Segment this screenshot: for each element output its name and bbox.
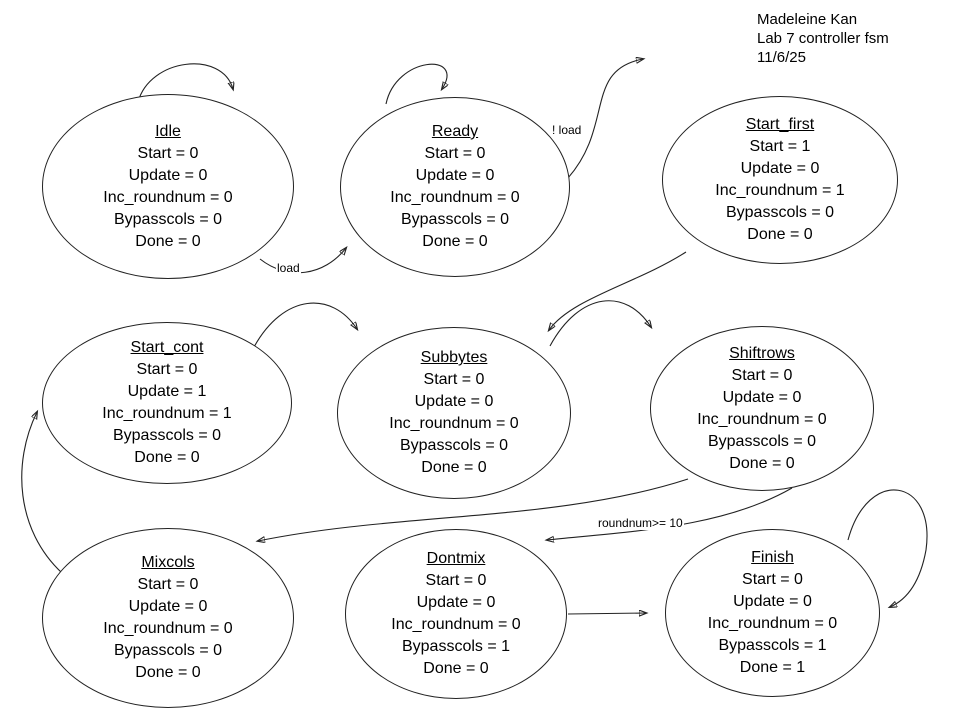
state-dontmix-start: Start = 0 bbox=[425, 572, 487, 589]
state-idle-done: Done = 0 bbox=[135, 232, 201, 250]
edge-label-load: load bbox=[276, 261, 301, 275]
state-ready-update: Update = 0 bbox=[415, 167, 495, 184]
state-ready-start: Start = 0 bbox=[424, 145, 486, 162]
state-finish-start: Start = 0 bbox=[742, 571, 803, 588]
state-start-first: Start_first Start = 1 Update = 0 Inc_rou… bbox=[662, 96, 898, 264]
state-shiftrows-start: Start = 0 bbox=[731, 366, 793, 384]
state-ready: Ready Start = 0 Update = 0 Inc_roundnum … bbox=[340, 97, 570, 277]
state-start-cont-inc-roundnum: Inc_roundnum = 1 bbox=[102, 405, 232, 422]
transition-dontmix-to-finish bbox=[567, 613, 646, 614]
state-idle-title: Idle bbox=[155, 122, 181, 140]
state-mixcols-start: Start = 0 bbox=[137, 576, 199, 593]
state-start-first-bypasscols: Bypasscols = 0 bbox=[725, 204, 835, 221]
state-subbytes: Subbytes Start = 0 Update = 0 Inc_roundn… bbox=[337, 327, 571, 499]
state-dontmix-title: Dontmix bbox=[426, 550, 486, 567]
transition-ready-not-load bbox=[567, 59, 643, 179]
state-ready-title: Ready bbox=[431, 123, 479, 140]
lab-title: Lab 7 controller fsm bbox=[757, 30, 889, 47]
title-block: Madeleine Kan Lab 7 controller fsm 11/6/… bbox=[757, 10, 889, 67]
state-idle-bypasscols: Bypasscols = 0 bbox=[113, 210, 223, 228]
state-start-cont-done: Done = 0 bbox=[134, 449, 200, 466]
state-idle-start: Start = 0 bbox=[137, 144, 199, 162]
state-mixcols-update: Update = 0 bbox=[128, 598, 208, 615]
state-start-first-update: Update = 0 bbox=[740, 160, 820, 177]
state-start-cont-start: Start = 0 bbox=[136, 361, 198, 378]
state-mixcols-title: Mixcols bbox=[141, 554, 195, 571]
state-ready-inc-roundnum: Inc_roundnum = 0 bbox=[390, 189, 520, 206]
state-start-cont: Start_cont Start = 0 Update = 1 Inc_roun… bbox=[42, 322, 292, 484]
state-shiftrows: Shiftrows Start = 0 Update = 0 Inc_round… bbox=[650, 326, 874, 491]
state-idle-update: Update = 0 bbox=[128, 166, 208, 184]
date-text: 11/6/25 bbox=[757, 49, 806, 66]
state-shiftrows-title: Shiftrows bbox=[729, 344, 795, 362]
transition-startcont-to-subbytes bbox=[253, 302, 357, 348]
state-finish-done: Done = 1 bbox=[739, 659, 806, 676]
state-shiftrows-update: Update = 0 bbox=[722, 388, 802, 406]
author-name: Madeleine Kan bbox=[757, 11, 858, 28]
state-mixcols-done: Done = 0 bbox=[135, 664, 201, 681]
state-finish-title: Finish bbox=[751, 549, 794, 566]
state-subbytes-bypasscols: Bypasscols = 0 bbox=[399, 437, 509, 454]
transition-subbytes-to-shiftrows bbox=[549, 300, 651, 347]
state-mixcols: Mixcols Start = 0 Update = 0 Inc_roundnu… bbox=[42, 528, 294, 708]
state-finish: Finish Start = 0 Update = 0 Inc_roundnum… bbox=[665, 529, 880, 697]
state-finish-update: Update = 0 bbox=[733, 593, 812, 610]
state-start-cont-title: Start_cont bbox=[130, 339, 204, 356]
state-start-cont-bypasscols: Bypasscols = 0 bbox=[112, 427, 222, 444]
state-dontmix: Dontmix Start = 0 Update = 0 Inc_roundnu… bbox=[345, 529, 567, 699]
state-finish-inc-roundnum: Inc_roundnum = 0 bbox=[707, 615, 838, 632]
state-dontmix-bypasscols: Bypasscols = 1 bbox=[401, 638, 511, 655]
state-ready-bypasscols: Bypasscols = 0 bbox=[400, 211, 510, 228]
state-finish-bypasscols: Bypasscols = 1 bbox=[718, 637, 827, 654]
state-ready-done: Done = 0 bbox=[422, 233, 488, 250]
state-start-cont-update: Update = 1 bbox=[127, 383, 207, 400]
state-idle: Idle Start = 0 Update = 0 Inc_roundnum =… bbox=[42, 94, 294, 279]
state-subbytes-update: Update = 0 bbox=[414, 393, 494, 410]
state-dontmix-update: Update = 0 bbox=[416, 594, 496, 611]
state-start-first-start: Start = 1 bbox=[749, 138, 811, 155]
state-shiftrows-bypasscols: Bypasscols = 0 bbox=[707, 432, 817, 450]
state-subbytes-title: Subbytes bbox=[420, 349, 488, 366]
state-dontmix-inc-roundnum: Inc_roundnum = 0 bbox=[391, 616, 521, 633]
state-dontmix-done: Done = 0 bbox=[423, 660, 489, 677]
state-start-first-title: Start_first bbox=[745, 116, 815, 133]
transition-startfirst-to-subbytes bbox=[549, 251, 687, 330]
state-mixcols-bypasscols: Bypasscols = 0 bbox=[113, 642, 223, 659]
state-start-first-inc-roundnum: Inc_roundnum = 1 bbox=[715, 182, 845, 199]
state-mixcols-inc-roundnum: Inc_roundnum = 0 bbox=[103, 620, 233, 637]
state-shiftrows-inc-roundnum: Inc_roundnum = 0 bbox=[697, 410, 827, 428]
state-subbytes-inc-roundnum: Inc_roundnum = 0 bbox=[389, 415, 519, 432]
edge-label-roundnum-ge-10: roundnum>= 10 bbox=[597, 516, 684, 530]
state-subbytes-start: Start = 0 bbox=[423, 371, 485, 388]
state-shiftrows-done: Done = 0 bbox=[729, 454, 795, 472]
state-subbytes-done: Done = 0 bbox=[421, 459, 487, 476]
state-start-first-done: Done = 0 bbox=[747, 226, 813, 243]
edge-label-not-load: ! load bbox=[551, 123, 583, 137]
transition-idle-to-ready-load bbox=[259, 248, 346, 274]
state-idle-inc-roundnum: Inc_roundnum = 0 bbox=[103, 188, 233, 206]
